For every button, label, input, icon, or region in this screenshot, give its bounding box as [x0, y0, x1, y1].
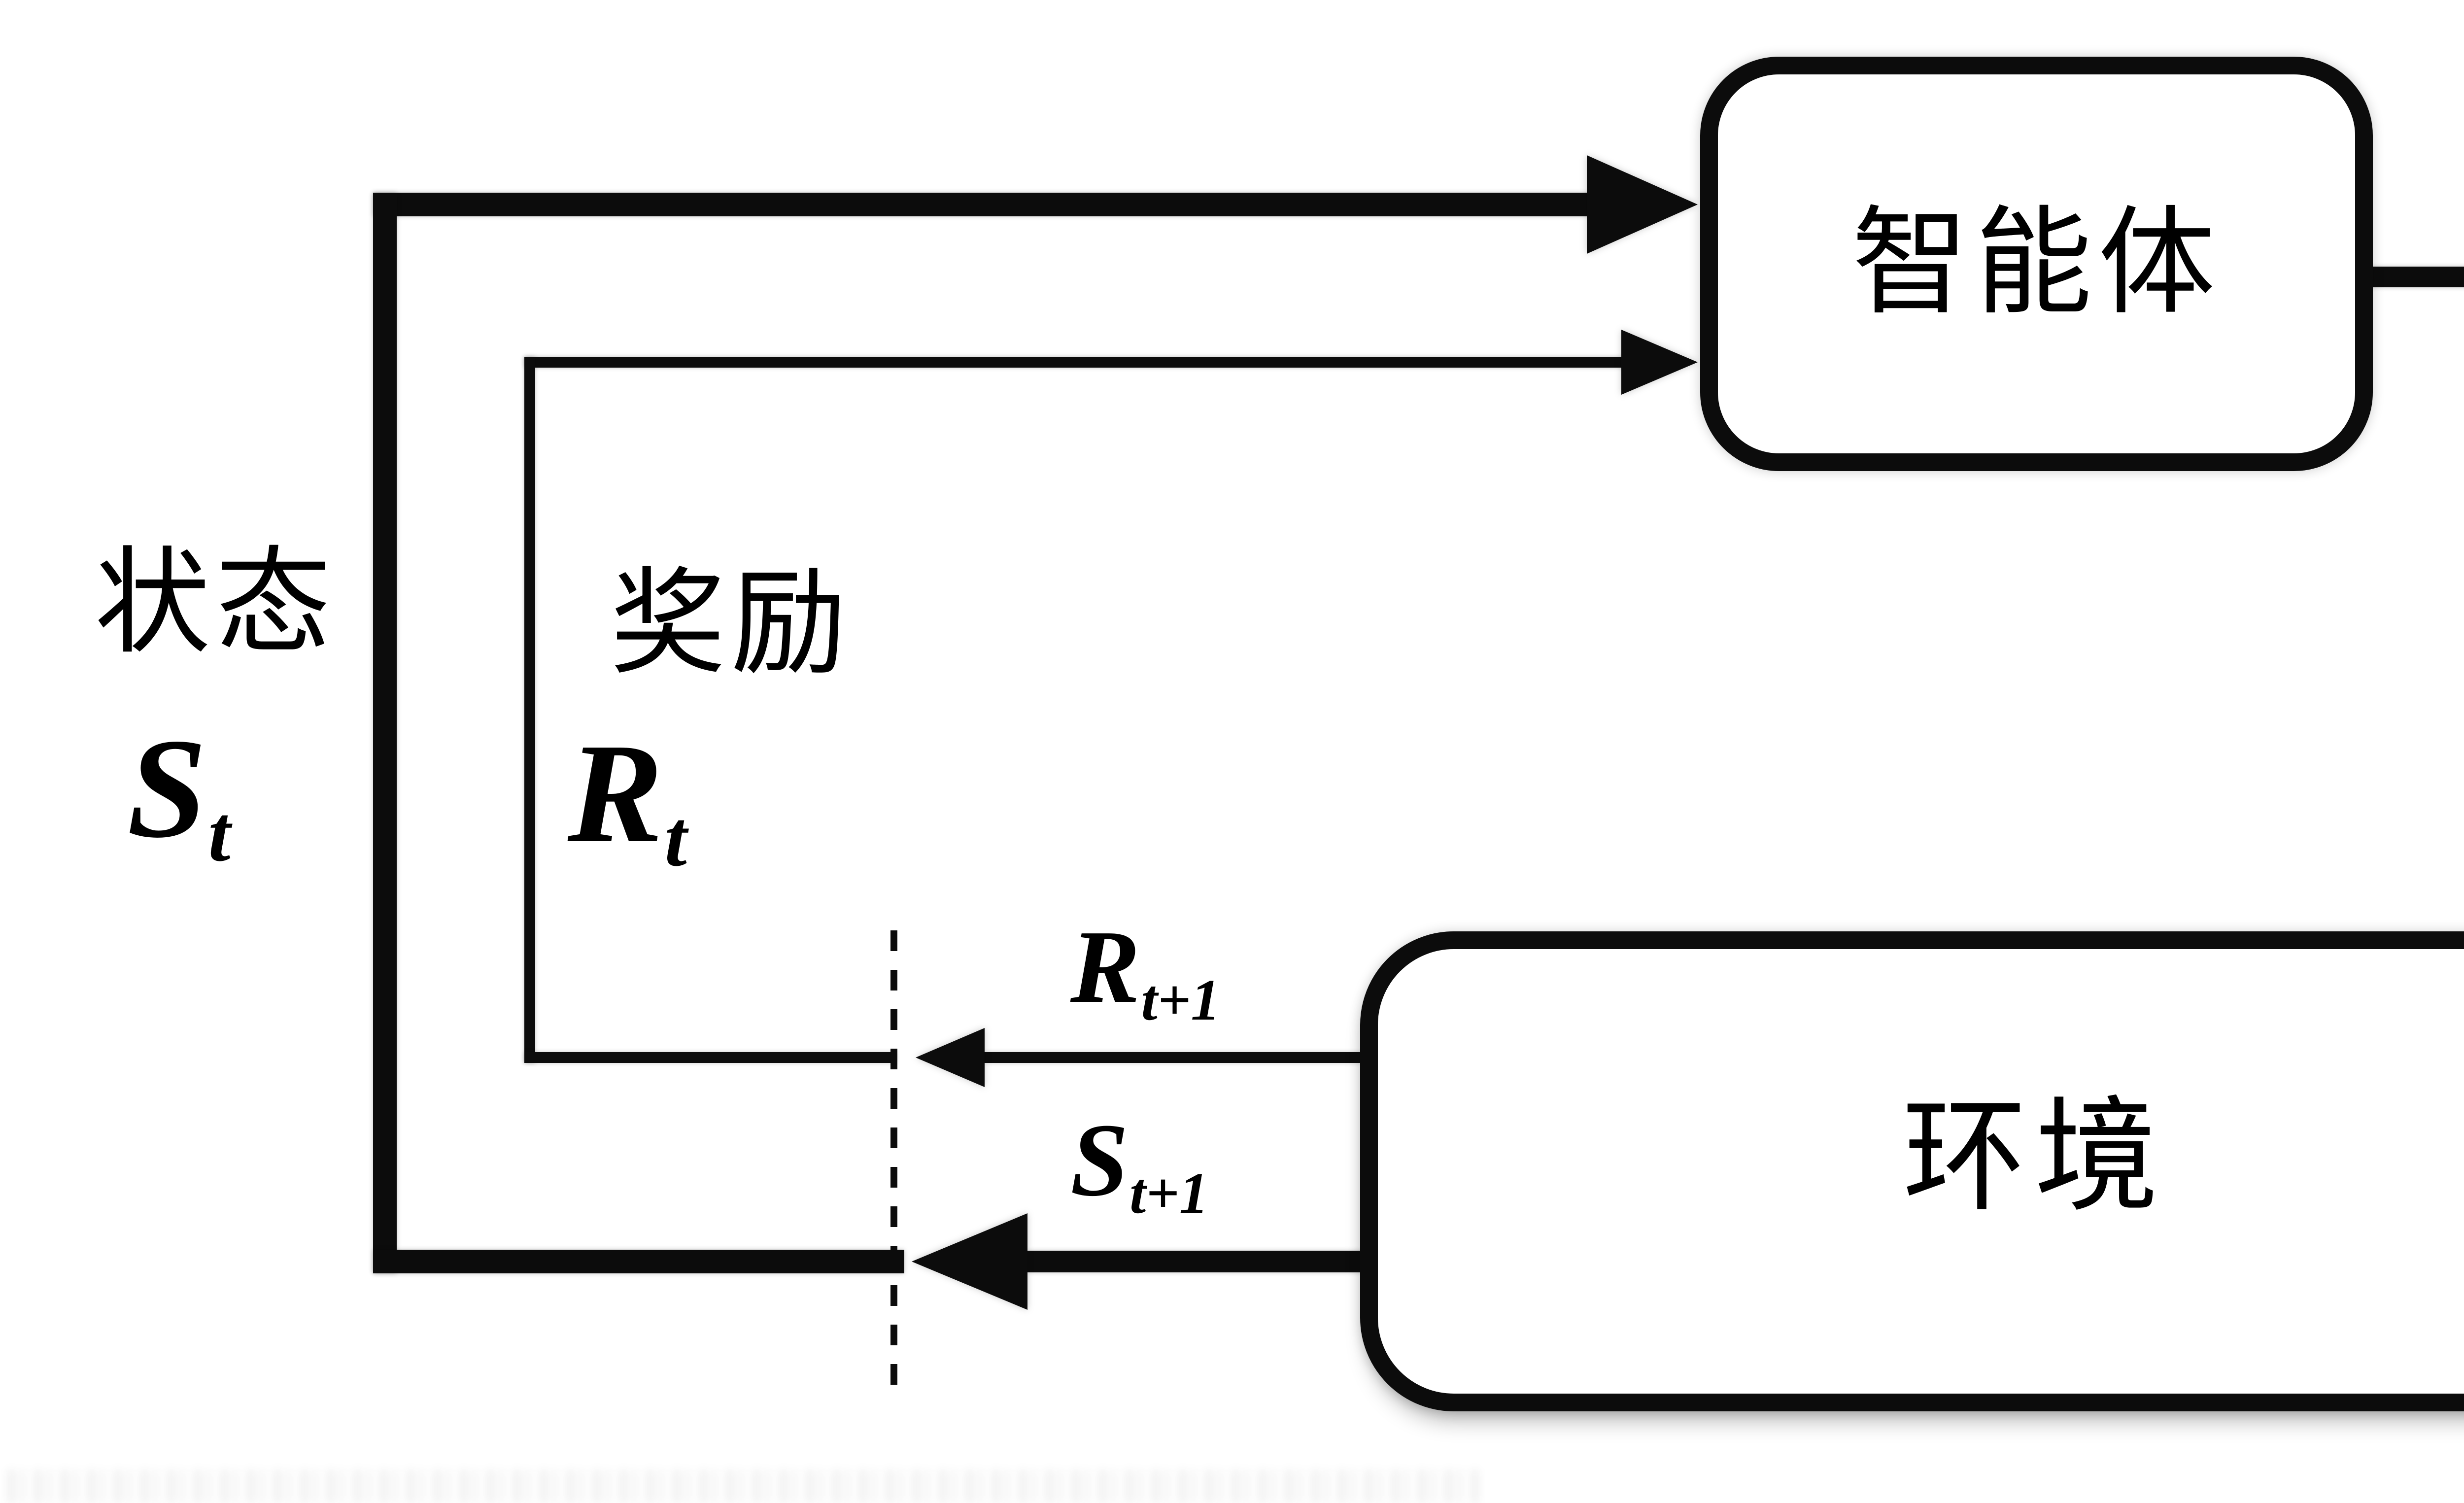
state-arrow-line [373, 193, 1597, 216]
reward-label-cn: 奖励 [610, 560, 852, 688]
agent-label: 智能体 [1851, 199, 2222, 329]
reward-arrow-line [524, 357, 1626, 368]
state-loop-vertical-line [373, 193, 397, 1273]
environment-box: 环境 [1360, 931, 2464, 1411]
next-reward-arrowhead-icon [916, 1028, 985, 1087]
next-reward-line-left [524, 1052, 896, 1063]
action-line-top [2365, 267, 2464, 287]
state-label-cn: 状态 [95, 540, 336, 668]
state-arrowhead-icon [1587, 155, 1698, 254]
time-boundary-dashed-line [890, 930, 897, 1394]
reward-arrowhead-icon [1621, 330, 1698, 395]
agent-box: 智能体 [1700, 57, 2373, 471]
next-reward-symbol: Rt+1 [1070, 909, 1220, 1032]
next-reward-line-right [985, 1052, 1379, 1063]
reward-symbol: Rt [568, 714, 687, 883]
reward-loop-vertical-line [524, 357, 535, 1063]
next-state-symbol: St+1 [1070, 1102, 1209, 1226]
next-state-arrowhead-icon [912, 1213, 1027, 1310]
cropped-caption-fragment [9, 1469, 1483, 1503]
next-state-line-right [1027, 1251, 1379, 1272]
environment-label: 环境 [1902, 1089, 2167, 1227]
state-symbol: St [127, 709, 231, 878]
next-state-line-left [373, 1250, 904, 1273]
